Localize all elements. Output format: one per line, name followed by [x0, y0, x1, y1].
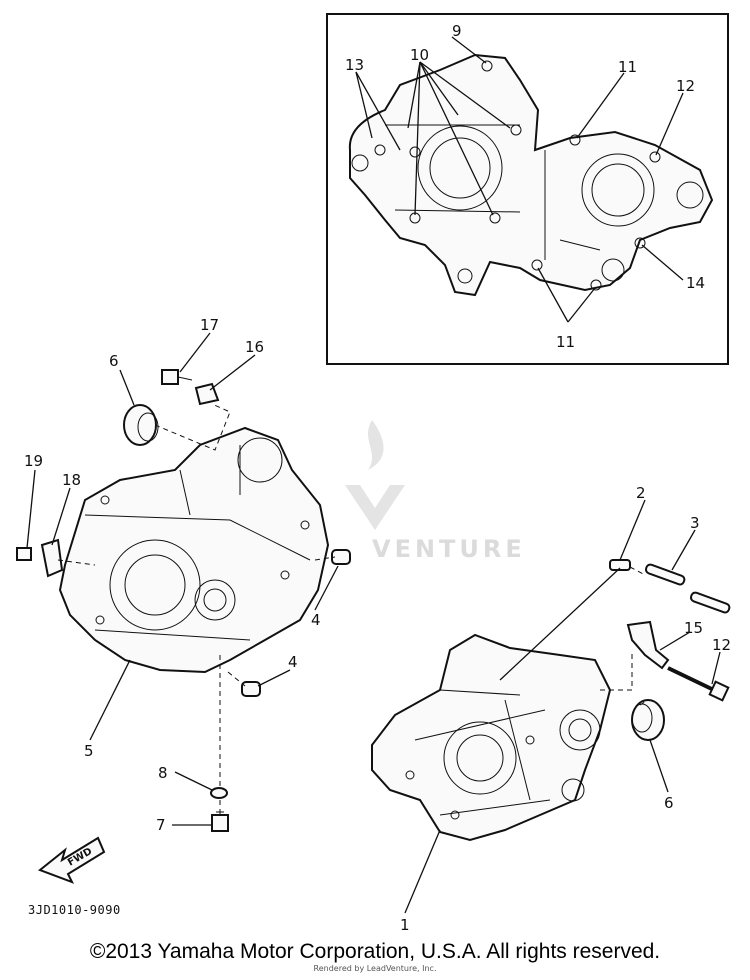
label-10: 10 [410, 46, 429, 64]
bolt-17 [161, 369, 193, 385]
bearing-6-left [123, 404, 159, 446]
label-3: 3 [690, 514, 700, 532]
bolt-19 [16, 547, 32, 561]
label-17: 17 [200, 316, 219, 334]
label-13: 13 [345, 56, 364, 74]
label-6-left: 6 [109, 352, 119, 370]
clip-15 [626, 620, 670, 670]
inset-frame [326, 13, 729, 365]
copyright-notice: ©2013 Yamaha Motor Corporation, U.S.A. A… [89, 940, 661, 963]
leader-lines [26, 332, 721, 914]
bolt-12 [667, 666, 730, 702]
small-parts: FWD [16, 369, 731, 884]
fwd-arrow-icon: FWD [38, 836, 106, 884]
label-4-lower: 4 [288, 653, 298, 671]
washer-8 [210, 787, 228, 799]
label-11-top: 11 [618, 58, 637, 76]
label-12-top: 12 [676, 77, 695, 95]
label-16: 16 [245, 338, 264, 356]
part-code: 3JD1010-9090 [28, 903, 121, 917]
right-crankcase [371, 633, 612, 842]
label-5: 5 [84, 742, 94, 760]
label-11-bottom: 11 [556, 333, 575, 351]
pin-3a [644, 563, 686, 586]
clamp-16 [194, 382, 220, 406]
label-9: 9 [452, 22, 462, 40]
label-2: 2 [636, 484, 646, 502]
label-14: 14 [686, 274, 705, 292]
pin-3b [689, 591, 731, 614]
bearing-6-right [631, 699, 665, 741]
label-18: 18 [62, 471, 81, 489]
left-crankcase [58, 426, 330, 674]
label-8: 8 [158, 764, 168, 782]
label-4-upper: 4 [311, 611, 321, 629]
dowel-4-lower [241, 681, 261, 697]
inset-crankcase [348, 53, 714, 297]
label-19: 19 [24, 452, 43, 470]
label-1: 1 [400, 916, 410, 934]
plug-7 [211, 811, 229, 832]
label-7: 7 [156, 816, 166, 834]
plate-18 [40, 538, 64, 578]
crankcase-exploded-diagram: VENTURE [16, 13, 731, 934]
rendered-by-notice: Rendered by LeadVenture, Inc. [313, 964, 437, 973]
assembly-lines [57, 403, 649, 815]
label-15: 15 [684, 619, 703, 637]
inset-leaders [355, 36, 684, 323]
label-12-bottom: 12 [712, 636, 731, 654]
label-6-right: 6 [664, 794, 674, 812]
watermark: VENTURE [345, 420, 526, 563]
watermark-text: VENTURE [372, 535, 526, 563]
dowel-4-upper [331, 549, 351, 565]
part-labels: 9 10 13 11 12 14 11 17 16 6 19 18 4 4 5 … [24, 22, 731, 934]
